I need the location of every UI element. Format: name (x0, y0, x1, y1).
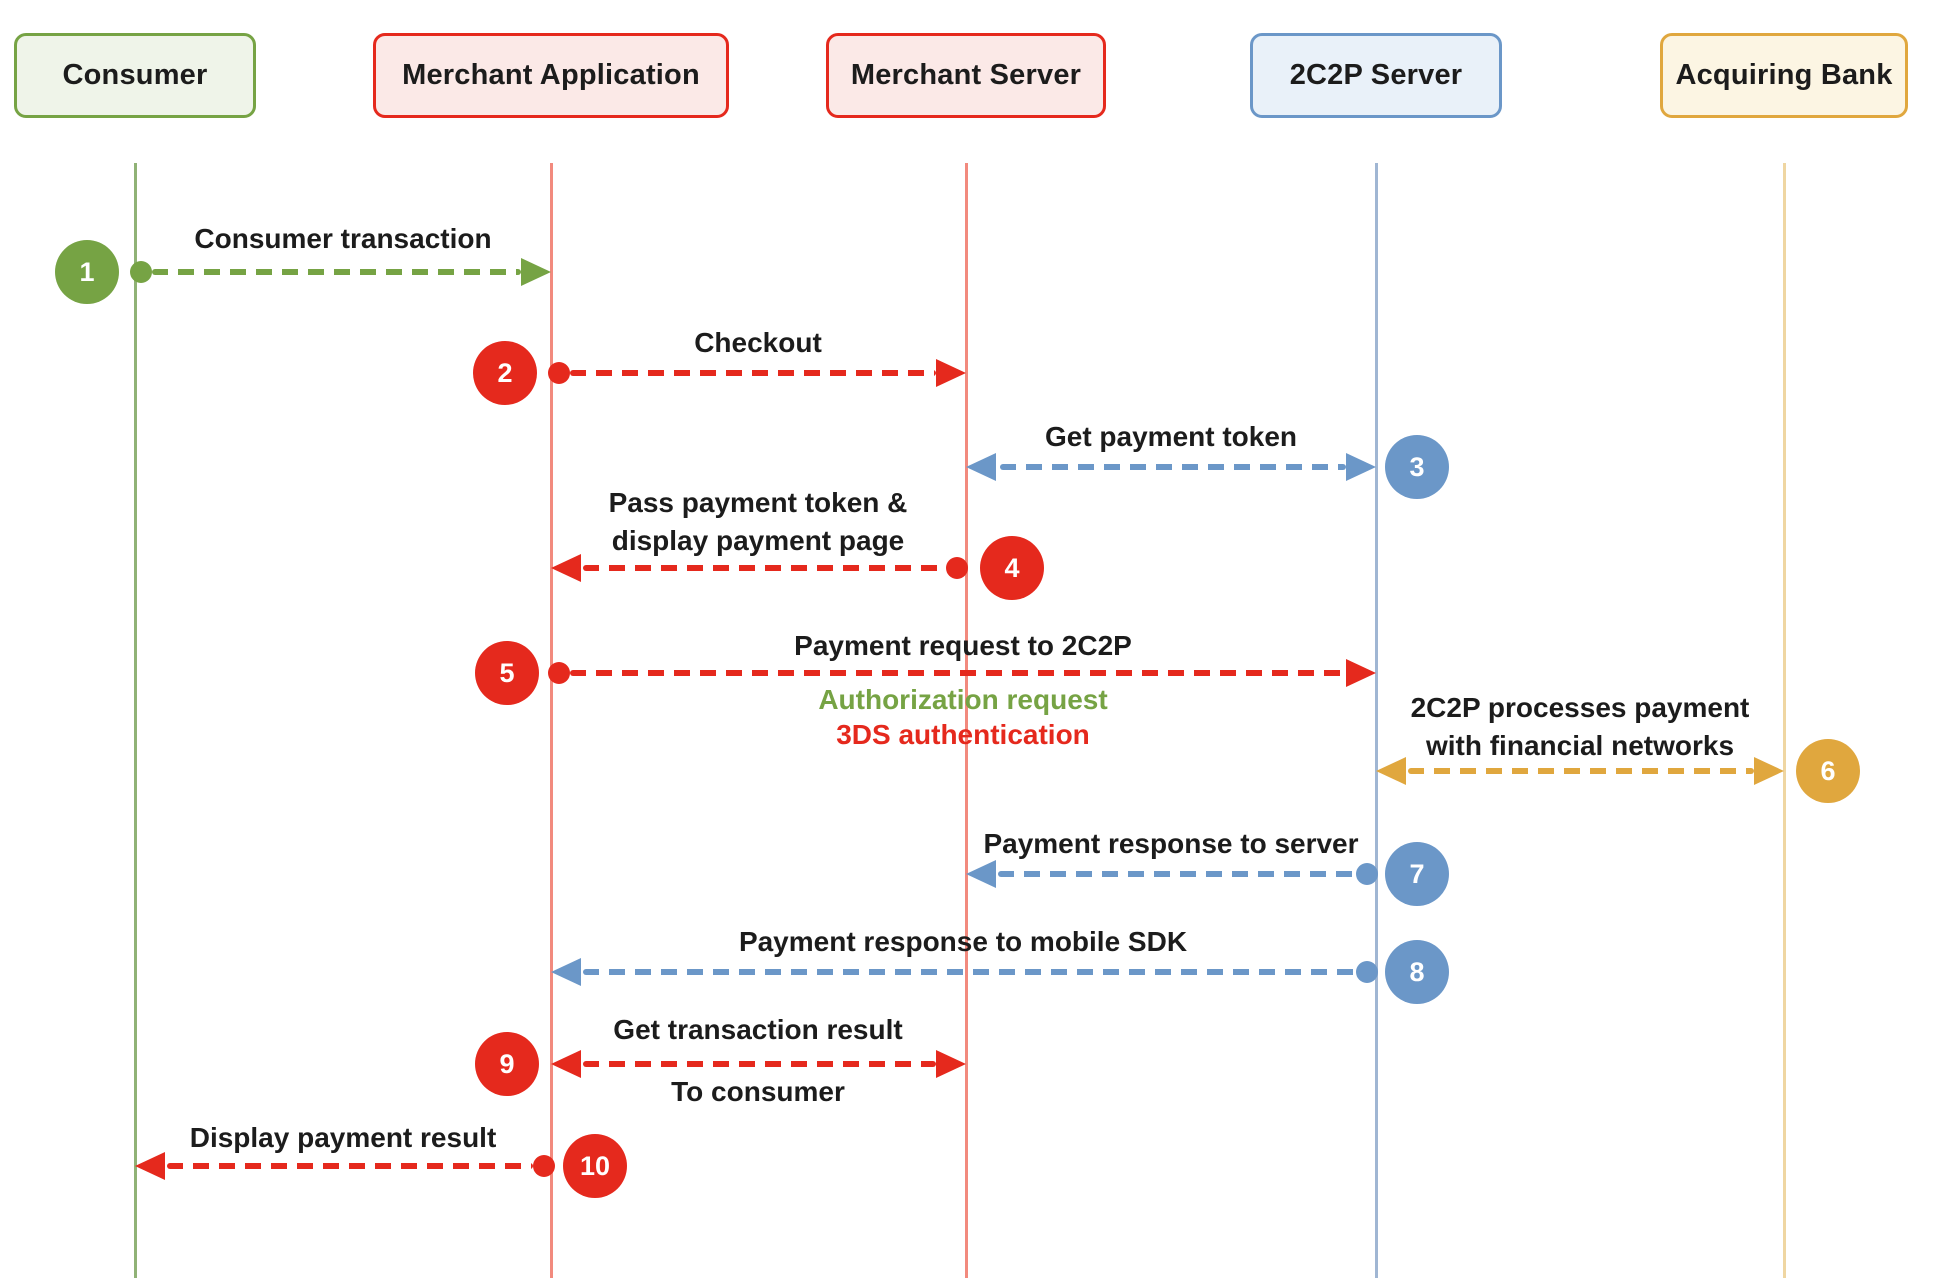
arrow-start-dot (533, 1155, 555, 1177)
actor-label: Merchant Server (850, 59, 1082, 91)
message-label: Checkout (694, 327, 822, 358)
step-number-badge: 10 (563, 1134, 627, 1198)
arrowhead-left-icon (966, 860, 996, 888)
message-label: Consumer transaction (194, 223, 492, 254)
step-number-badge: 6 (1796, 739, 1860, 803)
lifeline-acquiring-bank (1782, 163, 1786, 1278)
arrow-start-dot (130, 261, 152, 283)
lifeline-2c2p-server (1374, 163, 1378, 1278)
message-label: Payment request to 2C2P (794, 630, 1132, 661)
arrowhead-right-icon (936, 359, 966, 387)
message-label: Display payment result (189, 1122, 497, 1153)
actor-box-merchant-application: Merchant Application (373, 33, 729, 118)
message-label: Payment response to server (983, 828, 1359, 859)
dashed-arrow-line (583, 1061, 936, 1067)
arrowhead-right-icon (1754, 757, 1784, 785)
actor-label: Consumer (62, 59, 208, 91)
arrow-start-dot (548, 662, 570, 684)
dashed-arrow-line (570, 370, 936, 376)
actor-label: Merchant Application (402, 59, 700, 91)
arrowhead-left-icon (551, 1050, 581, 1078)
message-label: 2C2P processes payment with financial ne… (1410, 692, 1750, 761)
actor-box-acquiring-bank: Acquiring Bank (1660, 33, 1908, 118)
step-number-badge: 5 (475, 641, 539, 705)
arrowhead-right-icon (936, 1050, 966, 1078)
arrowhead-left-icon (1376, 757, 1406, 785)
message-label: Get transaction result (613, 1014, 903, 1045)
sublabel-authorization-request: Authorization request (818, 684, 1108, 715)
arrowhead-right-icon (1346, 453, 1376, 481)
lifeline-consumer (133, 163, 137, 1278)
step-number-badge: 7 (1385, 842, 1449, 906)
message-label: Pass payment token & display payment pag… (608, 487, 908, 556)
sublabel-to-consumer: To consumer (671, 1076, 845, 1107)
dashed-arrow-line (998, 871, 1356, 877)
message-label: Get payment token (1044, 421, 1298, 452)
sublabel-3ds-authentication: 3DS authentication (836, 719, 1090, 750)
lifeline-merchant-server (964, 163, 968, 1278)
step-number-badge: 9 (475, 1032, 539, 1096)
dashed-arrow-line (583, 969, 1356, 975)
arrowhead-right-icon (521, 258, 551, 286)
dashed-arrow-line (167, 1163, 533, 1169)
step-number-badge: 1 (55, 240, 119, 304)
arrow-start-dot (548, 362, 570, 384)
arrow-start-dot (946, 557, 968, 579)
dashed-arrow-line (152, 269, 521, 275)
step-number-badge: 3 (1385, 435, 1449, 499)
actor-box-merchant-server: Merchant Server (826, 33, 1106, 118)
dashed-arrow-line (583, 565, 946, 571)
lifeline-merchant-application (549, 163, 553, 1278)
arrowhead-left-icon (551, 958, 581, 986)
dashed-arrow-line (1000, 464, 1346, 470)
actor-label: Acquiring Bank (1675, 59, 1893, 91)
actor-box-consumer: Consumer (14, 33, 256, 118)
step-number-badge: 2 (473, 341, 537, 405)
arrow-start-dot (1356, 863, 1378, 885)
message-label: Payment response to mobile SDK (738, 926, 1188, 957)
arrowhead-left-icon (135, 1152, 165, 1180)
dashed-arrow-line (1408, 768, 1754, 774)
actor-label: 2C2P Server (1289, 59, 1463, 91)
actor-box-2c2p-server: 2C2P Server (1250, 33, 1502, 118)
dashed-arrow-line (570, 670, 1346, 676)
arrowhead-right-icon (1346, 659, 1376, 687)
arrow-start-dot (1356, 961, 1378, 983)
arrowhead-left-icon (551, 554, 581, 582)
step-number-badge: 4 (980, 536, 1044, 600)
arrowhead-left-icon (966, 453, 996, 481)
step-number-badge: 8 (1385, 940, 1449, 1004)
